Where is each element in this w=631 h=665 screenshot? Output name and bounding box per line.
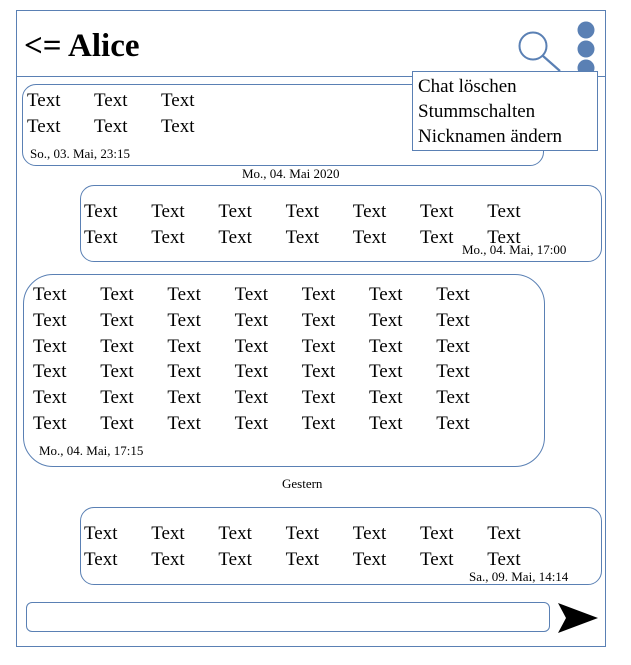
message-text-cell: Text [352, 201, 387, 222]
message-text-cell: Text [301, 335, 336, 357]
message-text-cell: Text [27, 90, 61, 111]
message-text-cell: Text [33, 361, 67, 383]
message-text-cell: Text [369, 387, 403, 409]
message-text-cell: Text [352, 549, 387, 570]
message-text-cell: Text [100, 413, 134, 434]
message-text-cell: Text [436, 335, 470, 357]
message-text-cell: Text [234, 335, 269, 357]
header-divider [16, 76, 606, 77]
message-text-cell: Text [420, 227, 454, 248]
message-text-cell: Text [234, 309, 269, 331]
message-text-cell: Text [234, 361, 269, 383]
search-icon[interactable] [516, 29, 562, 73]
chat-options-menu: Chat löschen Stummschalten Nicknamen änd… [412, 71, 598, 151]
message-text-cell: Text [487, 227, 521, 248]
message-text-cell: Text [301, 309, 336, 331]
message-text-cell: Text [234, 387, 269, 409]
message-text-cell: Text [218, 523, 252, 544]
message-text-cell: Text [167, 361, 201, 383]
message-text-cell: Text [369, 361, 403, 383]
message-text-cell: Text [285, 201, 320, 222]
message-text-cell: Text [33, 309, 67, 331]
message-text-cell: Text [436, 284, 470, 305]
message-text-cell: Text [218, 201, 252, 222]
message-text-cell: Text [94, 116, 128, 137]
message-text-cell: Text [369, 335, 403, 357]
date-separator: Gestern [282, 476, 323, 491]
more-vertical-icon[interactable] [576, 20, 596, 77]
menu-item-mute[interactable]: Stummschalten [418, 101, 536, 122]
message-text-cell: Text [100, 284, 134, 305]
message-text-cell: Text [167, 413, 201, 434]
message-text-cell: Text [151, 227, 185, 248]
message-text-cell: Text [487, 523, 521, 544]
message-text-cell: Text [420, 549, 454, 570]
message-text-cell: Text [33, 284, 67, 305]
message-text-cell: Text [301, 387, 336, 409]
message-text-cell: Text [94, 90, 128, 111]
message-timestamp: Mo., 04. Mai, 17:15 [39, 443, 144, 458]
message-text-cell: Text [218, 549, 252, 570]
message-text-cell: Text [436, 413, 470, 434]
message-text-cell: Text [234, 284, 269, 305]
message-text-cell: Text [218, 227, 252, 248]
message-timestamp: Sa., 09. Mai, 14:14 [469, 569, 569, 584]
message-text-cell: Text [84, 201, 118, 222]
message-text-cell: Text [436, 361, 470, 383]
back-title[interactable]: <= Alice [24, 28, 140, 64]
message-text-cell: Text [487, 549, 521, 570]
message-text-cell: Text [167, 284, 201, 305]
message-text-cell: Text [100, 335, 134, 357]
menu-item-clear-chat[interactable]: Chat löschen [418, 76, 517, 97]
message-text-cell: Text [84, 523, 118, 544]
message-text-cell: Text [100, 387, 134, 409]
message-text-cell: Text [151, 201, 185, 222]
chat-window [16, 10, 606, 647]
message-text-cell: Text [167, 335, 201, 357]
message-text-cell: Text [436, 309, 470, 331]
message-input[interactable] [26, 602, 550, 632]
message-text-cell: Text [100, 309, 134, 331]
message-text-cell: Text [285, 523, 320, 544]
message-text-cell: Text [436, 387, 470, 409]
message-text-cell: Text [301, 413, 336, 434]
message-text-cell: Text [234, 413, 269, 434]
message-text-cell: Text [27, 116, 61, 137]
message-text-cell: Text [151, 523, 185, 544]
message-text-cell: Text [167, 387, 201, 409]
message-text-cell: Text [33, 413, 67, 434]
message-text-cell: Text [420, 523, 454, 544]
message-text-cell: Text [420, 201, 454, 222]
message-timestamp: So., 03. Mai, 23:15 [30, 146, 131, 161]
message-text-cell: Text [33, 335, 67, 357]
message-text-cell: Text [369, 284, 403, 305]
message-text-cell: Text [161, 90, 195, 111]
message-text-cell: Text [301, 361, 336, 383]
date-separator: Mo., 04. Mai 2020 [242, 166, 340, 181]
message-text-cell: Text [161, 116, 195, 137]
message-text-cell: Text [352, 523, 387, 544]
message-text-cell: Text [369, 413, 403, 434]
message-text-cell: Text [33, 387, 67, 409]
message-text-cell: Text [84, 227, 118, 248]
message-text-cell: Text [301, 284, 336, 305]
message-text-cell: Text [100, 361, 134, 383]
message-text-cell: Text [167, 309, 201, 331]
message-text-cell: Text [285, 549, 320, 570]
message-timestamp: Mo., 04. Mai, 17:00 [462, 242, 567, 257]
send-icon[interactable] [556, 600, 600, 636]
message-text-cell: Text [369, 309, 403, 331]
message-text-cell: Text [352, 227, 387, 248]
message-text-cell: Text [151, 549, 185, 570]
message-text-cell: Text [487, 201, 521, 222]
message-text-cell: Text [285, 227, 320, 248]
menu-item-change-nickname[interactable]: Nicknamen ändern [418, 126, 563, 147]
message-text-cell: Text [84, 549, 118, 570]
